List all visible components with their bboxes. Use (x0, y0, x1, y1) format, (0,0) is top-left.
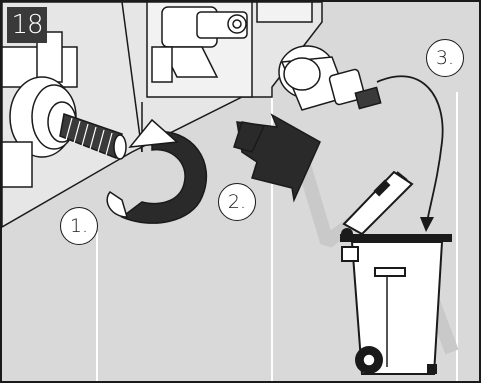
callout-step-1: 1. (60, 207, 98, 245)
callout-step-2: 2. (218, 183, 256, 221)
step-number-badge: 18 (7, 7, 47, 43)
wall-niche (257, 2, 312, 22)
callout-step-3: 3. (426, 39, 464, 77)
